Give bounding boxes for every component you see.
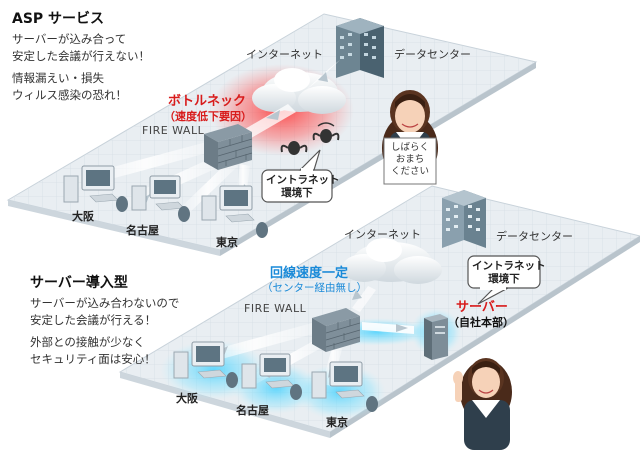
top-firewall-label: FIRE WALL <box>142 124 204 137</box>
top-desc-line-3: 情報漏えい・損失 <box>12 70 104 87</box>
top-intranet-line-1: イントラネット <box>266 174 328 187</box>
top-intranet-bubble-text: イントラネット 環境下 <box>266 174 328 200</box>
bottom-datacenter-building-icon <box>442 190 486 248</box>
bottom-intranet-line-1: イントラネット <box>472 260 536 273</box>
datacenter-building-icon <box>336 18 384 78</box>
top-desc-line-1: サーバーが込み合って <box>12 31 126 48</box>
top-desc-line-2: 安定した会議が行えない！ <box>12 48 150 65</box>
server-tower-icon <box>424 314 448 360</box>
bottom-firewall-label: FIRE WALL <box>244 302 306 315</box>
bottom-internet-label: インターネット <box>344 226 421 242</box>
bottom-city-nagoya: 名古屋 <box>236 402 269 418</box>
bottom-desc-line-1: サーバーが込み合わないので <box>30 295 179 312</box>
top-city-nagoya: 名古屋 <box>126 222 159 238</box>
top-heading: ASP サービス <box>12 8 104 28</box>
bottleneck-subtitle: （速度低下要因） <box>164 108 252 124</box>
wait-sign-line-3: ください <box>386 166 434 178</box>
bottom-city-osaka: 大阪 <box>176 390 198 406</box>
bottom-intranet-line-2: 環境下 <box>472 273 536 286</box>
top-city-tokyo: 東京 <box>216 234 238 250</box>
bottom-intranet-bubble-text: イントラネット 環境下 <box>472 260 536 286</box>
bottom-desc-line-2: 安定した会議が行える！ <box>30 312 156 329</box>
top-intranet-line-2: 環境下 <box>266 187 328 200</box>
wait-sign-line-1: しばらく <box>386 142 434 154</box>
server-title: サーバー <box>456 296 508 315</box>
bottom-datacenter-label: データセンター <box>496 228 573 244</box>
top-internet-label: インターネット <box>246 46 323 62</box>
top-datacenter-label: データセンター <box>394 46 471 62</box>
bottom-desc-line-4: セキュリティ面は安心！ <box>30 351 156 368</box>
wait-sign-line-2: おまち <box>386 154 434 166</box>
top-desc-line-4: ウィルス感染の恐れ！ <box>12 87 127 104</box>
bottleneck-title: ボトルネック <box>168 90 246 109</box>
speed-constant-subtitle: （センター経由無し） <box>262 280 367 295</box>
bottom-city-tokyo: 東京 <box>326 414 348 430</box>
bottom-heading: サーバー導入型 <box>30 272 128 292</box>
server-subtitle: （自社本部） <box>448 314 514 330</box>
speed-constant-title: 回線速度一定 <box>270 262 348 281</box>
bottom-desc-line-3: 外部との接触が少なく <box>30 334 145 351</box>
wait-sign-text: しばらく おまち ください <box>386 142 434 178</box>
top-city-osaka: 大阪 <box>72 208 94 224</box>
bottom-operator-avatar <box>453 358 512 450</box>
